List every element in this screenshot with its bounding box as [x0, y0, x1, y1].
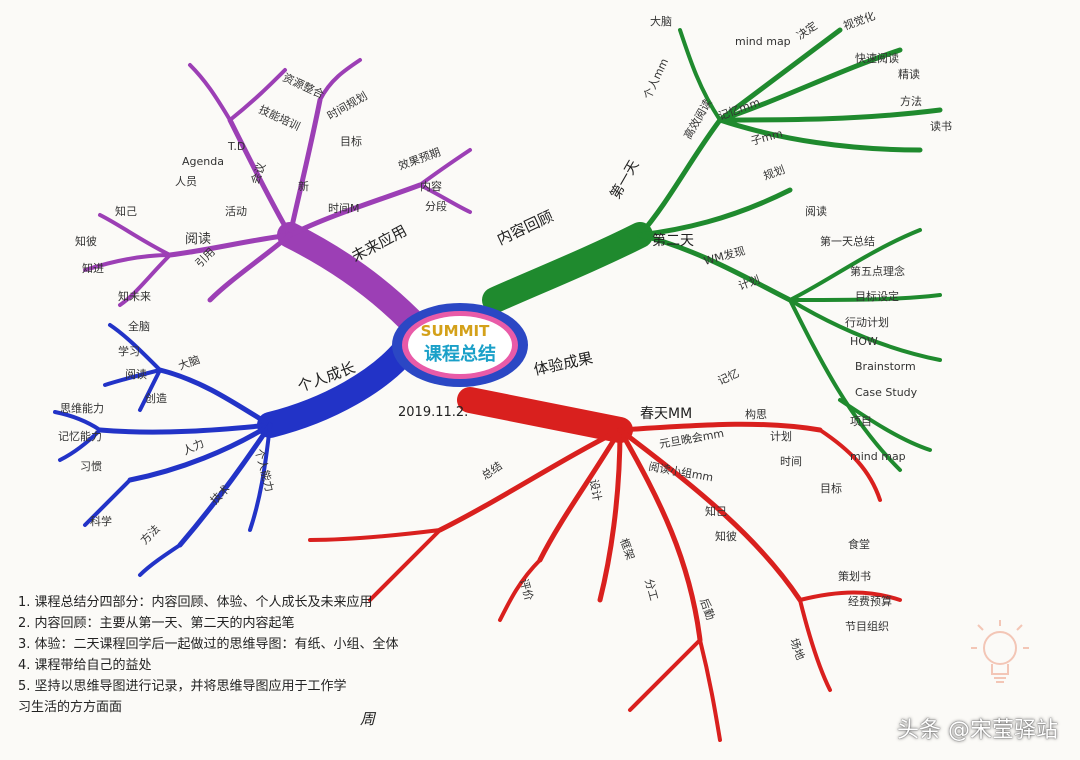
- blue-label: 人力: [181, 437, 206, 458]
- blue-label: 学习: [118, 344, 140, 358]
- green-label: Case Study: [855, 386, 918, 399]
- green-label: 项目: [850, 415, 872, 428]
- red-label: 计划: [770, 430, 792, 443]
- red-label: 分工: [642, 577, 660, 602]
- red-label: 总结: [479, 458, 505, 482]
- green-label: 目标设定: [855, 289, 899, 303]
- red-label: 目标: [820, 481, 842, 495]
- note-line-2: 2. 内容回顾：主要从第一天、第二天的内容起笔: [18, 616, 295, 631]
- label-day-two: 第二天: [652, 232, 694, 249]
- purple-label: 阅读: [185, 232, 211, 247]
- blue-label: 方法: [137, 522, 162, 547]
- green-label: 行动计划: [845, 316, 889, 329]
- branch-blue: [53, 323, 418, 577]
- center-subtitle: 课程总结: [424, 343, 496, 365]
- date-label: 2019.11.2.: [398, 405, 469, 420]
- branch-red: [308, 387, 902, 742]
- note-line-5: 5. 坚持以思维导图进行记录，并将思维导图应用于工作学习生活的方方面面: [18, 679, 347, 715]
- green-label: 读书: [930, 119, 952, 133]
- red-label: 后勤: [697, 597, 717, 622]
- blue-label: 科学: [90, 514, 112, 528]
- blue-label: 个人能力: [252, 447, 277, 493]
- green-label: 第五点理念: [850, 264, 905, 278]
- center-node: SUMMIT 课程总结: [392, 303, 528, 387]
- green-label: 第一天总结: [820, 234, 875, 248]
- green-label: mind map: [735, 35, 791, 48]
- red-label: 设计: [587, 478, 604, 502]
- green-label: 视觉化: [841, 8, 877, 32]
- green-label: 快速阅读: [855, 51, 899, 65]
- purple-label: 知己: [115, 204, 137, 218]
- red-label: 策划书: [838, 569, 871, 583]
- green-label: mind map: [850, 450, 906, 463]
- label-spring-mm: 春天MM: [640, 406, 692, 422]
- red-label: 知彼: [715, 529, 737, 543]
- red-label: 经费预算: [848, 594, 892, 608]
- red-label: 构思: [745, 407, 767, 421]
- purple-label: T.D: [227, 140, 245, 153]
- red-label: 阅读小组mm: [647, 459, 714, 484]
- blue-label: 全脑: [128, 319, 150, 333]
- purple-label: Agenda: [182, 155, 224, 168]
- purple-label: 目标: [340, 134, 362, 148]
- purple-label: 时间规划: [325, 88, 370, 122]
- green-label: 方法: [900, 94, 922, 108]
- purple-label: 时间M: [328, 202, 360, 215]
- signature: 周: [360, 710, 376, 728]
- blue-label: 大脑: [176, 352, 201, 373]
- red-label: 评价: [517, 577, 535, 602]
- green-label: HOW: [850, 335, 878, 348]
- blue-label: 习惯: [80, 459, 102, 473]
- red-label: 食堂: [848, 537, 870, 551]
- purple-label: 知彼: [75, 234, 97, 248]
- green-label: 记忆: [716, 367, 741, 388]
- purple-label: 效果预期: [396, 145, 442, 173]
- red-label: 节目组织: [845, 619, 889, 633]
- blue-label: 思维能力: [60, 401, 104, 415]
- blue-label: 记忆能力: [58, 429, 102, 443]
- green-label: 规划: [761, 162, 786, 183]
- purple-sub-labels: 资源整合 技能培训 时间规划 目标 效果预期 内容 分段 T.D 会议 新 时间…: [75, 70, 447, 303]
- green-label: 精读: [898, 67, 920, 81]
- red-label: 时间: [780, 455, 802, 468]
- label-experience-results: 体验成果: [532, 349, 594, 379]
- red-label: 框架: [617, 537, 637, 562]
- watermark: 头条 @宋莹驿站: [897, 718, 1058, 743]
- purple-label: 知未来: [118, 289, 151, 303]
- green-label: 阅读: [805, 204, 827, 218]
- purple-label: 活动: [225, 205, 247, 218]
- red-label: 场地: [787, 636, 808, 661]
- red-sub-labels: 构思 计划 时间 目标 元旦晚会mm 阅读小组mm 知己 知彼 策划书 经费预算…: [479, 407, 892, 662]
- label-future-application: 未来应用: [348, 221, 409, 265]
- red-label: 元旦晚会mm: [658, 427, 725, 451]
- note-line-1: 1. 课程总结分四部分：内容回顾、体验、个人成长及未来应用: [18, 595, 373, 610]
- blue-label: 创造: [145, 391, 167, 405]
- center-title: SUMMIT: [421, 322, 490, 340]
- green-label: 决定: [794, 18, 820, 42]
- green-label: 个人mm: [641, 56, 671, 101]
- purple-label: 技能培训: [257, 102, 303, 133]
- purple-label: 人员: [175, 175, 197, 188]
- note-line-4: 4. 课程带给自己的益处: [18, 658, 152, 673]
- lightbulb-icon: [971, 620, 1029, 683]
- label-content-review: 内容回顾: [494, 207, 556, 249]
- green-label: Brainstorm: [855, 360, 916, 373]
- red-label: 知己: [705, 504, 727, 518]
- purple-label: 资源整合: [281, 70, 327, 101]
- note-line-3: 3. 体验：二天课程回学后一起做过的思维导图：有纸、小组、全体: [18, 637, 399, 652]
- purple-label: 分段: [425, 199, 447, 213]
- branch-purple: [83, 58, 472, 333]
- notes-list: 1. 课程总结分四部分：内容回顾、体验、个人成长及未来应用 2. 内容回顾：主要…: [18, 592, 538, 718]
- blue-label: 阅读: [125, 367, 147, 381]
- green-label: 大脑: [650, 14, 672, 28]
- label-day-one: 第一天: [607, 157, 643, 202]
- purple-label: 知进: [82, 261, 104, 275]
- purple-label: 新: [298, 179, 309, 193]
- purple-label: 内容: [420, 179, 442, 193]
- branch-green: [482, 27, 943, 472]
